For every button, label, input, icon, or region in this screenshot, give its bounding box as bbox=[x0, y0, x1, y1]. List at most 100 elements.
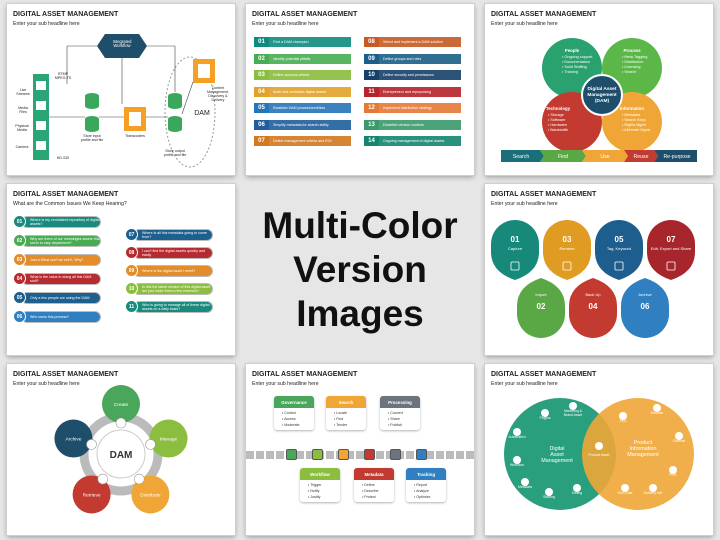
slide-thumbnail-lifecycle[interactable]: DIGITAL ASSET MANAGEMENT Enter your sub … bbox=[485, 184, 713, 355]
capability-item: Moderate bbox=[282, 422, 314, 428]
capability-item: Tender bbox=[334, 422, 366, 428]
step-label: Select and implement a DAM solution bbox=[379, 37, 461, 47]
workflow-diagram bbox=[33, 34, 216, 168]
content-management-label: Content Management, Discovery & Delivery bbox=[207, 86, 229, 102]
issue-number: 10 bbox=[125, 282, 138, 295]
step-label: Establish version controls bbox=[379, 119, 461, 130]
capability-title: Workflow bbox=[300, 468, 340, 480]
slide-title: DIGITAL ASSET MANAGEMENT bbox=[13, 371, 119, 378]
dam-circle-label: Asset bbox=[550, 452, 564, 458]
venn-item-label: Delivery info bbox=[644, 491, 663, 495]
process-quadrant-item: • Distribution bbox=[622, 60, 643, 64]
venn-icon bbox=[649, 484, 657, 492]
stage-label: Tag, Keyword bbox=[607, 246, 631, 251]
venn-item-label: Metadata bbox=[518, 485, 532, 489]
slide-thumbnail-capabilities[interactable]: DIGITAL ASSET MANAGEMENT Enter your sub … bbox=[246, 364, 474, 535]
technology-quadrant-item: • Bandwidth bbox=[548, 128, 568, 132]
dam-label: DAM bbox=[194, 110, 210, 117]
capability-item: Trigger bbox=[308, 482, 340, 488]
slide-title: DIGITAL ASSET MANAGEMENT bbox=[491, 371, 597, 378]
slide-thumbnail-workflow[interactable]: DIGITAL ASSET MANAGEMENT Enter your sub … bbox=[7, 4, 235, 175]
issue-number: 01 bbox=[13, 215, 26, 228]
connector-node bbox=[338, 449, 349, 460]
venn-icon bbox=[569, 402, 577, 410]
step-label: Implement distribution strategy bbox=[379, 103, 461, 113]
capability-title: Search bbox=[326, 396, 366, 408]
venn-icon bbox=[653, 404, 661, 412]
slide-thumbnail-issues[interactable]: DIGITAL ASSET MANAGEMENT What are the Co… bbox=[7, 184, 235, 355]
venn-icon bbox=[621, 484, 629, 492]
stage-label: Reuse bbox=[634, 154, 649, 160]
issue-label: I can't find the digital assets quickly … bbox=[133, 246, 213, 259]
issue-number: 06 bbox=[13, 310, 26, 323]
cycle-node-label: Retrieve bbox=[83, 492, 101, 498]
technology-quadrant-item: • Storage bbox=[548, 113, 564, 117]
transcoders-label: Transcoders bbox=[125, 134, 145, 138]
stage-petal bbox=[491, 220, 539, 280]
pim-circle-label: Product bbox=[634, 440, 653, 446]
capability-item: Define bbox=[362, 482, 394, 488]
slide-subtitle: Enter your sub headline here bbox=[252, 381, 319, 387]
capability-item: Share bbox=[388, 416, 420, 422]
step-label: Define security and permissions bbox=[379, 70, 461, 80]
step-label: Entrepreneur and repurposing bbox=[379, 86, 461, 97]
cycle-node bbox=[54, 419, 93, 458]
stage-number: 01 bbox=[511, 235, 520, 244]
step-number: 13 bbox=[364, 119, 379, 130]
issue-number: 08 bbox=[125, 246, 138, 259]
slide-thumbnail-steps[interactable]: DIGITAL ASSET MANAGEMENT Enter your sub … bbox=[246, 4, 474, 175]
venn-item-label: Sharing bbox=[543, 495, 555, 499]
venn-item-label: Rich Data bbox=[618, 491, 633, 495]
stage-icon bbox=[614, 261, 624, 271]
slide-title: DIGITAL ASSET MANAGEMENT bbox=[491, 191, 597, 198]
capability-title: Tracking bbox=[406, 468, 446, 480]
capability-box: SearchLocateFindTender bbox=[326, 396, 366, 430]
stage-icon bbox=[510, 261, 520, 271]
stage-icon bbox=[666, 261, 676, 271]
issue-label: Who owns this process? bbox=[21, 310, 101, 323]
venn-item-label: Automation bbox=[508, 435, 525, 439]
issue-label: Where is the digital asset I need? bbox=[133, 264, 213, 277]
step-label: Define success criteria bbox=[269, 70, 351, 80]
capability-box: GovernanceControlAccessModerate bbox=[274, 396, 314, 430]
slide-subtitle: Enter your sub headline here bbox=[491, 381, 558, 387]
information-quadrant-title: Information bbox=[620, 106, 644, 111]
stage-number: 02 bbox=[537, 302, 546, 311]
process-quadrant-item: • Search bbox=[622, 70, 636, 74]
slide-thumbnail-framework[interactable]: DIGITAL ASSET MANAGEMENT Enter your sub … bbox=[485, 4, 713, 175]
venn-item-label: Editing bbox=[572, 491, 582, 495]
capability-title: Metadata bbox=[354, 468, 394, 480]
capability-item: Describe bbox=[362, 488, 394, 494]
stage-icon bbox=[562, 261, 572, 271]
process-quadrant-title: Process bbox=[623, 48, 641, 53]
stage-label: Use bbox=[600, 154, 609, 160]
capability-item: Optimize bbox=[414, 494, 446, 500]
process-quadrant-item: • Meta-Tagging bbox=[622, 55, 647, 59]
venn-item-label: Workflow bbox=[510, 463, 524, 467]
cycle-icon bbox=[97, 473, 109, 485]
slide-thumbnail-venn[interactable]: DIGITAL ASSET MANAGEMENT Enter your sub … bbox=[485, 364, 713, 535]
store-output-label: Store output profile and file bbox=[163, 149, 187, 157]
slide-thumbnail-cycle[interactable]: DIGITAL ASSET MANAGEMENT Enter your sub … bbox=[7, 364, 235, 535]
stage-label: Back Up bbox=[585, 292, 601, 297]
stage-label: Edit, Export and Share bbox=[651, 246, 692, 251]
venn-item-label: Brand Asset bbox=[564, 413, 582, 417]
pim-circle-label: Management bbox=[627, 452, 659, 458]
venn-overlap-label: Product Asset bbox=[589, 453, 610, 457]
slide-title: DIGITAL ASSET MANAGEMENT bbox=[252, 11, 358, 18]
venn-icon bbox=[669, 466, 677, 474]
stage-petal bbox=[595, 220, 643, 280]
svg-text:(DAM): (DAM) bbox=[595, 98, 610, 104]
